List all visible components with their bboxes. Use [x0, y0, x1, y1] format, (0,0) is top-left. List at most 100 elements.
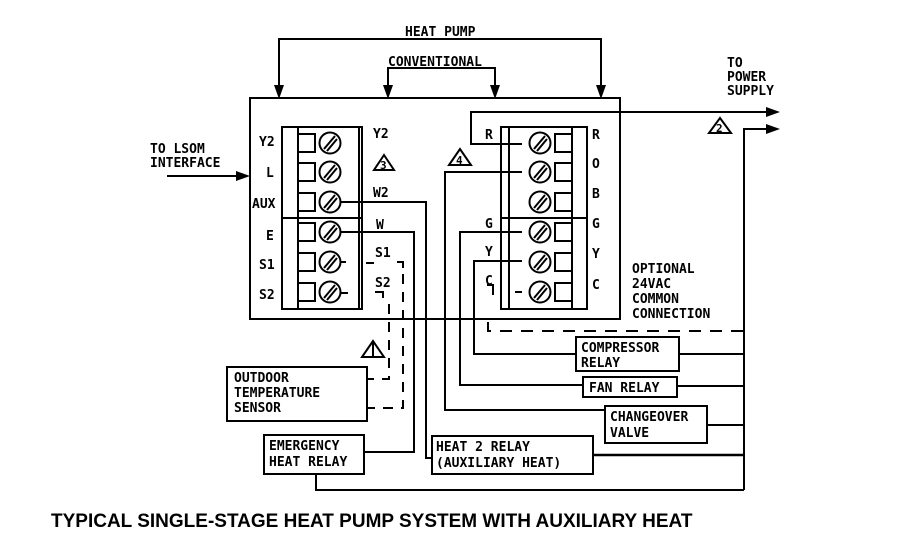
terminal-label-y2: Y2	[259, 135, 275, 150]
s1-sensor-dashed	[367, 274, 404, 409]
terminal-tab	[554, 252, 573, 272]
terminal-label-o: O	[592, 157, 600, 172]
svg-text:SENSOR: SENSOR	[234, 401, 281, 416]
terminal-tab	[297, 282, 316, 302]
r-wire	[470, 111, 768, 145]
svg-text:HEAT RELAY: HEAT RELAY	[269, 455, 347, 470]
lsom-label-1: TO LSOM	[150, 142, 205, 157]
terminal-label-e: E	[266, 229, 274, 244]
arrow-icon	[596, 85, 606, 99]
terminal-label-y: Y	[485, 245, 493, 260]
wire-label-s2: S2	[375, 276, 391, 291]
svg-text:TEMPERATURE: TEMPERATURE	[234, 386, 320, 401]
note-1-triangle	[360, 339, 386, 358]
terminal-tab	[554, 162, 573, 182]
wire-label-y2: Y2	[373, 127, 389, 142]
terminal-screw-icon	[318, 280, 342, 304]
terminal-tab	[297, 222, 316, 242]
arrow-icon	[383, 85, 393, 99]
terminal-screw-icon	[318, 190, 342, 214]
emergency-relay-return	[315, 474, 744, 491]
terminal-screw-icon	[318, 131, 342, 155]
outdoor-temperature-sensor: OUTDOOR TEMPERATURE SENSOR	[226, 366, 368, 422]
right-terminal-block	[500, 126, 588, 310]
s2-sensor-dashed	[367, 304, 390, 380]
power-label-2: POWER	[727, 70, 766, 85]
terminal-label-r-right: R	[592, 128, 600, 143]
terminal-screw-icon	[528, 220, 552, 244]
svg-text:FAN RELAY: FAN RELAY	[589, 381, 660, 396]
power-label-1: TO	[727, 56, 743, 71]
s2-corner	[375, 291, 384, 298]
c-hook	[487, 284, 494, 295]
s1-corner	[397, 261, 404, 268]
left-terminal-block	[281, 126, 363, 310]
terminal-screw-icon	[318, 250, 342, 274]
terminal-screw-icon	[528, 160, 552, 184]
optional-label-3: COMMON	[632, 292, 679, 307]
heat-pump-bracket	[278, 38, 602, 88]
terminal-tab	[554, 192, 573, 212]
g-wire	[459, 231, 583, 386]
terminal-tab	[297, 162, 316, 182]
terminal-tab	[297, 192, 316, 212]
svg-text:3: 3	[380, 159, 387, 172]
w-wire	[340, 231, 415, 453]
terminal-tab	[554, 133, 573, 153]
diagram-caption: TYPICAL SINGLE-STAGE HEAT PUMP SYSTEM WI…	[51, 511, 693, 532]
conventional-label: CONVENTIONAL	[388, 55, 482, 70]
lsom-label-2: INTERFACE	[150, 156, 220, 171]
svg-text:HEAT 2 RELAY: HEAT 2 RELAY	[436, 440, 530, 455]
arrow-icon	[236, 171, 250, 181]
terminal-label-b: B	[592, 187, 600, 202]
svg-text:2: 2	[716, 122, 723, 135]
svg-text:VALVE: VALVE	[610, 426, 649, 441]
terminal-label-g: G	[485, 217, 493, 232]
svg-text:CHANGEOVER: CHANGEOVER	[610, 410, 688, 425]
fan-relay: FAN RELAY	[582, 376, 678, 398]
terminal-label-s1: S1	[259, 258, 275, 273]
note-4-triangle: 4	[447, 147, 473, 167]
terminal-screw-icon	[318, 220, 342, 244]
terminal-label-g-right: G	[592, 217, 600, 232]
svg-text:4: 4	[456, 154, 463, 167]
heat-pump-label: HEAT PUMP	[405, 25, 476, 40]
terminal-label-aux: AUX	[252, 197, 276, 212]
arrow-icon	[490, 85, 500, 99]
conventional-bracket	[387, 67, 496, 88]
compressor-relay: COMPRESSOR RELAY	[575, 336, 680, 372]
terminal-screw-icon	[528, 250, 552, 274]
terminal-screw-icon	[528, 280, 552, 304]
right-terminals	[528, 131, 573, 304]
power-label-3: SUPPLY	[727, 84, 774, 99]
wire-label-w: W	[376, 218, 384, 233]
thermostat-base	[249, 97, 621, 320]
svg-text:EMERGENCY: EMERGENCY	[269, 439, 340, 454]
svg-text:OUTDOOR: OUTDOOR	[234, 371, 289, 386]
terminal-screw-icon	[528, 190, 552, 214]
w2-wire	[340, 201, 432, 459]
terminal-label-c: C	[485, 274, 493, 289]
terminal-tab	[297, 133, 316, 153]
terminal-tab	[297, 252, 316, 272]
changeover-valve: CHANGEOVER VALVE	[604, 405, 708, 444]
wire-label-w2: W2	[373, 186, 389, 201]
optional-label-4: CONNECTION	[632, 307, 710, 322]
terminal-label-r: R	[485, 128, 493, 143]
terminal-label-s2: S2	[259, 288, 275, 303]
terminal-tab	[554, 282, 573, 302]
optional-common-dashed	[487, 322, 744, 332]
note-2-triangle: 2	[707, 116, 733, 135]
heat-2-relay: HEAT 2 RELAY (AUXILIARY HEAT)	[431, 435, 594, 475]
terminal-label-y-right: Y	[592, 247, 600, 262]
note-3-triangle: 3	[372, 153, 396, 172]
svg-text:(AUXILIARY HEAT): (AUXILIARY HEAT)	[436, 456, 561, 471]
common-return-wire	[743, 128, 768, 490]
emergency-heat-relay: EMERGENCY HEAT RELAY	[263, 434, 365, 475]
o-wire	[444, 171, 607, 411]
terminal-label-l: L	[266, 166, 274, 181]
terminal-tab	[554, 222, 573, 242]
arrow-icon	[274, 85, 284, 99]
arrow-icon	[766, 124, 780, 134]
